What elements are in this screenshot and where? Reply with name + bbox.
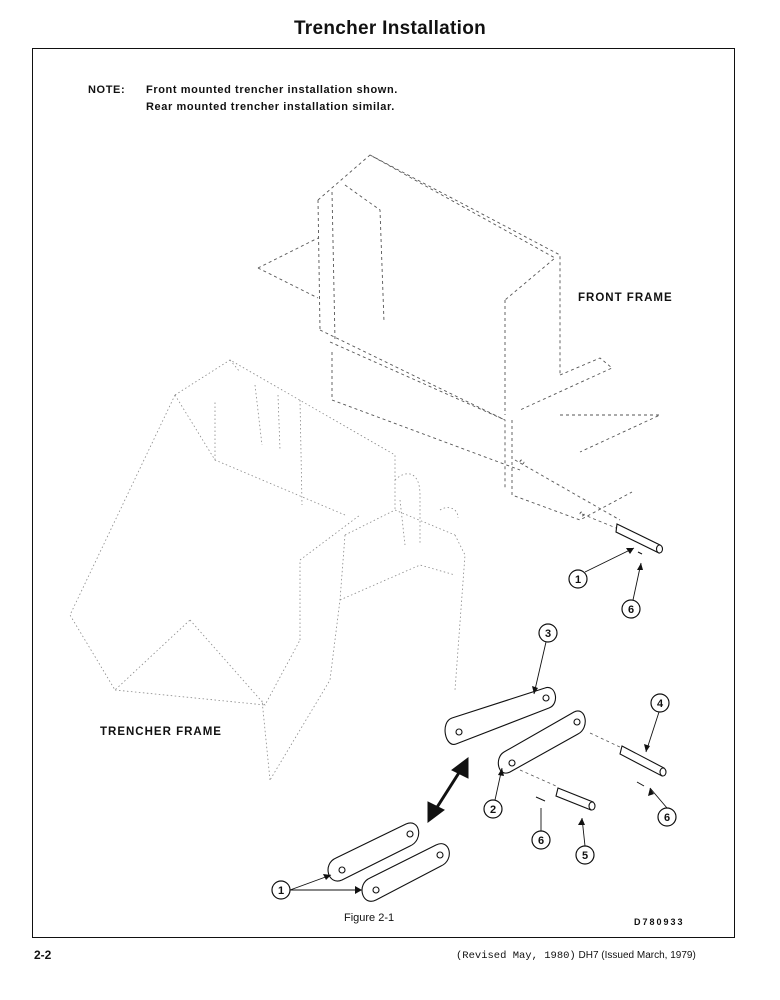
trencher-frame-illustration — [69, 359, 466, 781]
callout-2: 2 — [483, 799, 503, 819]
note-label: NOTE: — [88, 84, 126, 96]
svg-text:4: 4 — [657, 698, 664, 710]
links-1 — [327, 822, 450, 902]
callout-3: 3 — [538, 623, 558, 643]
note-line-2: Rear mounted trencher installation simil… — [146, 101, 395, 113]
link-3 — [444, 687, 557, 745]
svg-text:1: 1 — [278, 885, 284, 897]
svg-text:6: 6 — [664, 812, 670, 824]
issued-date: DH7 (Issued March, 1979) — [578, 950, 696, 961]
svg-text:6: 6 — [628, 604, 634, 616]
front-frame-label: FRONT FRAME — [578, 292, 673, 304]
double-arrow — [427, 757, 469, 823]
svg-text:3: 3 — [545, 628, 551, 640]
figure-frame — [32, 48, 735, 938]
page-number: 2-2 — [34, 948, 52, 962]
callout-6-upper: 6 — [621, 599, 641, 619]
revised-date: (Revised May, 1980) — [456, 950, 576, 962]
callout-6-left: 6 — [531, 830, 551, 850]
callout-arrowheads — [323, 548, 654, 894]
drawing-code: D780933 — [634, 917, 685, 927]
revision-footer: (Revised May, 1980) DH7 (Issued March, 1… — [456, 950, 696, 962]
callout-4-lower: 4 — [650, 693, 670, 713]
note-block: NOTE: Front mounted trencher installation… — [88, 82, 398, 116]
svg-text:1: 1 — [575, 574, 581, 586]
link-2 — [497, 710, 586, 774]
page-title: Trencher Installation — [293, 18, 487, 39]
callout-4-upper: 1 — [568, 569, 588, 589]
svg-text:5: 5 — [582, 850, 588, 862]
svg-text:2: 2 — [490, 804, 496, 816]
pin-4-upper — [615, 523, 664, 555]
callout-5: 5 — [575, 845, 595, 865]
figure-caption: Figure 2-1 — [344, 912, 395, 924]
pin-4-lower — [619, 745, 667, 777]
note-line-1: Front mounted trencher installation show… — [146, 84, 398, 96]
callout-1: 1 — [271, 880, 291, 900]
front-frame-illustration — [257, 154, 661, 521]
trencher-frame-label: TRENCHER FRAME — [100, 726, 222, 738]
svg-text:6: 6 — [538, 835, 544, 847]
pin-5 — [555, 787, 596, 811]
callout-6-right: 6 — [657, 807, 677, 827]
